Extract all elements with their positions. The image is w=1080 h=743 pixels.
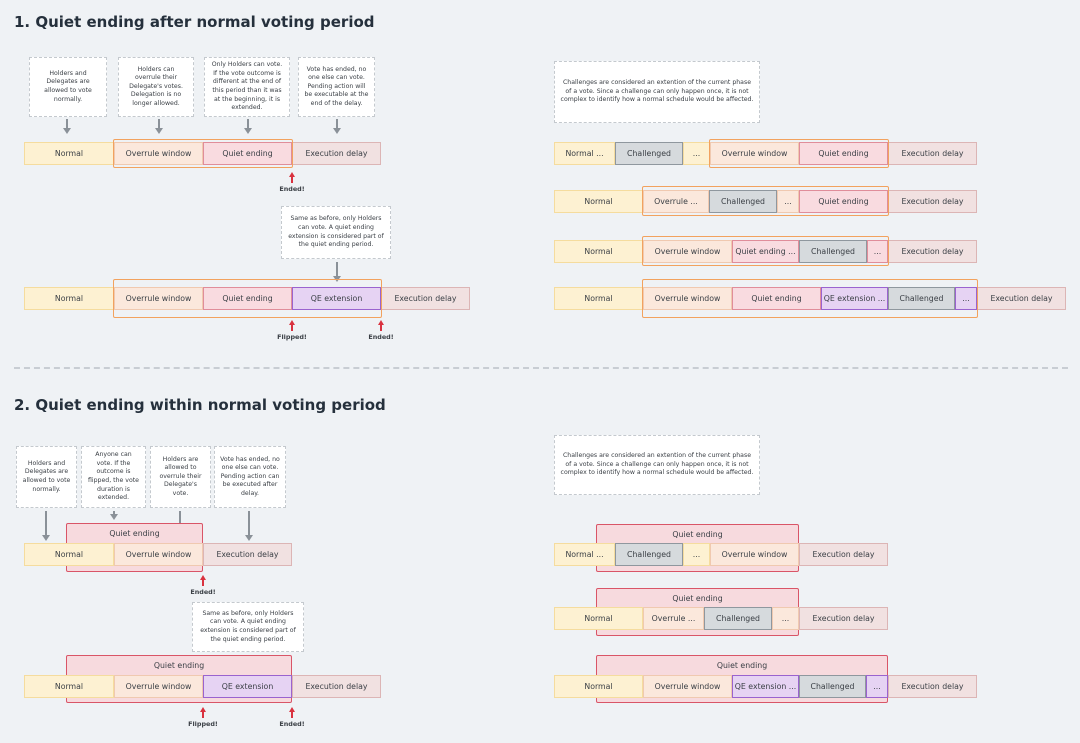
phase-challenged: Challenged <box>799 240 867 263</box>
phase-overrule-window: Overrule window <box>114 142 203 165</box>
section-title-1: 1. Quiet ending after normal voting peri… <box>14 13 375 31</box>
phase-quiet-ending: Quiet ending <box>732 287 821 310</box>
note-execution: Vote has ended, no one else can vote. Pe… <box>298 57 375 117</box>
phase-qe-extension: QE extension <box>292 287 381 310</box>
phase-challenged: Challenged <box>709 190 777 213</box>
note-execution: Vote has ended, no one else can vote. Pe… <box>214 446 286 508</box>
phase-normal: Normal ... <box>554 543 615 566</box>
phase-overrule-rest: ... <box>772 607 799 630</box>
ended-marker: Ended! <box>183 575 223 596</box>
phase-execution-delay: Execution delay <box>888 675 977 698</box>
phase-overrule-window: Overrule window <box>114 675 203 698</box>
phase-overrule-window: Overrule window <box>114 543 203 566</box>
phase-overrule-window: Overrule window <box>710 543 799 566</box>
phase-qe-rest: ... <box>955 287 977 310</box>
phase-execution-delay: Execution delay <box>888 190 977 213</box>
phase-challenged: Challenged <box>704 607 772 630</box>
note-quiet-ending: Only Holders can vote. If the vote outco… <box>204 57 290 117</box>
phase-overrule-window: Overrule window <box>643 287 732 310</box>
phase-quiet-ending: Quiet ending <box>799 190 888 213</box>
phase-normal: Normal <box>554 607 643 630</box>
phase-normal: Normal <box>24 675 114 698</box>
section-title-2: 2. Quiet ending within normal voting per… <box>14 396 386 414</box>
phase-overrule-window: Overrule ... <box>643 607 704 630</box>
phase-execution-delay: Execution delay <box>799 607 888 630</box>
note-normal-voting: Holders and Delegates are allowed to vot… <box>29 57 107 117</box>
note-qe-extension: Same as before, only Holders can vote. A… <box>192 602 304 652</box>
note-overrule: Holders can overrule their Delegate's vo… <box>118 57 194 117</box>
note-holders-overrule: Holders are allowed to overrule their De… <box>150 446 211 508</box>
phase-overrule-window: Overrule window <box>643 240 732 263</box>
phase-overrule-window: Overrule ... <box>643 190 709 213</box>
phase-normal: Normal <box>554 190 643 213</box>
phase-quiet-ending: Quiet ending <box>203 142 292 165</box>
ended-marker: Ended! <box>272 172 312 193</box>
phase-execution-delay: Execution delay <box>203 543 292 566</box>
note-qe-extension: Same as before, only Holders can vote. A… <box>281 206 391 259</box>
phase-overrule-window: Overrule window <box>114 287 203 310</box>
phase-normal-rest: ... <box>683 543 710 566</box>
phase-challenged: Challenged <box>799 675 866 698</box>
phase-overrule-window: Overrule window <box>643 675 732 698</box>
phase-normal: Normal <box>554 675 643 698</box>
phase-quiet-ending: Quiet ending <box>203 287 292 310</box>
phase-quiet-rest: ... <box>867 240 888 263</box>
note-challenges: Challenges are considered an extention o… <box>554 61 760 123</box>
flipped-marker: Flipped! <box>272 320 312 341</box>
phase-normal: Normal <box>554 240 643 263</box>
phase-qe-rest: ... <box>866 675 888 698</box>
phase-normal: Normal ... <box>554 142 615 165</box>
ended-marker: Ended! <box>272 707 312 728</box>
phase-qe-extension: QE extension ... <box>732 675 799 698</box>
phase-qe-extension: QE extension ... <box>821 287 888 310</box>
ended-marker: Ended! <box>361 320 401 341</box>
phase-challenged: Challenged <box>888 287 955 310</box>
section-divider <box>14 367 1068 369</box>
note-anyone-can-vote: Anyone can vote. If the outcome is flipp… <box>81 446 146 508</box>
phase-execution-delay: Execution delay <box>888 142 977 165</box>
phase-execution-delay: Execution delay <box>381 287 470 310</box>
phase-qe-extension: QE extension <box>203 675 292 698</box>
note-challenges: Challenges are considered an extention o… <box>554 435 760 495</box>
phase-quiet-ending: Quiet ending <box>799 142 888 165</box>
phase-execution-delay: Execution delay <box>292 675 381 698</box>
phase-normal: Normal <box>24 142 114 165</box>
phase-execution-delay: Execution delay <box>799 543 888 566</box>
phase-challenged: Challenged <box>615 142 683 165</box>
phase-overrule-window: Overrule window <box>710 142 799 165</box>
phase-overrule-rest: ... <box>777 190 799 213</box>
phase-execution-delay: Execution delay <box>888 240 977 263</box>
flipped-marker: Flipped! <box>183 707 223 728</box>
phase-normal-rest: ... <box>683 142 710 165</box>
phase-quiet-ending: Quiet ending ... <box>732 240 799 263</box>
phase-normal: Normal <box>24 287 114 310</box>
note-normal-voting: Holders and Delegates are allowed to vot… <box>16 446 77 508</box>
phase-normal: Normal <box>554 287 643 310</box>
phase-execution-delay: Execution delay <box>977 287 1066 310</box>
phase-normal: Normal <box>24 543 114 566</box>
phase-challenged: Challenged <box>615 543 683 566</box>
phase-execution-delay: Execution delay <box>292 142 381 165</box>
